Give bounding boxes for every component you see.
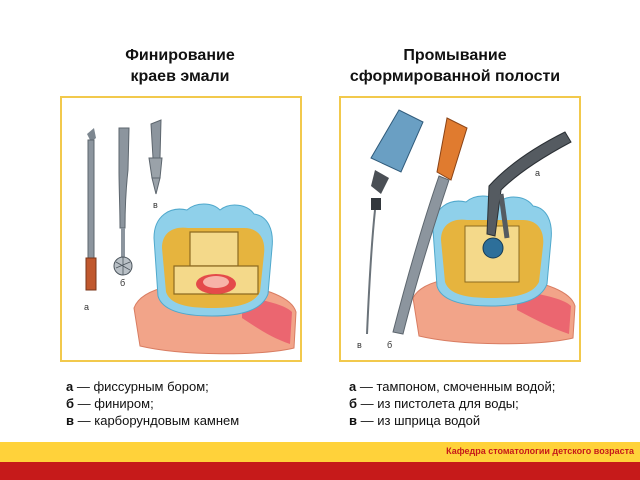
right-label-b: б bbox=[387, 340, 392, 350]
right-heading-line2: сформированной полости bbox=[349, 68, 561, 85]
legend-key: б bbox=[66, 396, 75, 411]
left-legend-item: б — финиром; bbox=[66, 395, 239, 412]
left-heading-line1: Финирование bbox=[125, 47, 235, 64]
left-legend-item: в — карборундовым камнем bbox=[66, 412, 239, 429]
left-label-v: в bbox=[153, 200, 158, 210]
right-figure-frame: в б а bbox=[339, 96, 581, 362]
left-legend: а — фиссурным бором; б — финиром; в — ка… bbox=[66, 378, 239, 429]
left-label-a: а bbox=[84, 302, 89, 312]
footer-bottom-bar bbox=[0, 462, 640, 480]
right-label-v: в bbox=[357, 340, 362, 350]
left-label-b: б bbox=[120, 278, 125, 288]
right-label-a: а bbox=[535, 168, 540, 178]
right-heading-line1: Промывание bbox=[403, 47, 507, 64]
legend-text: — финиром; bbox=[77, 396, 154, 411]
legend-key: в bbox=[349, 413, 357, 428]
right-legend-item: а — тампоном, смоченным водой; bbox=[349, 378, 555, 395]
legend-key: б bbox=[349, 396, 358, 411]
right-figure-illustration: в б а bbox=[357, 109, 576, 350]
legend-key: в bbox=[66, 413, 74, 428]
footer-text: Кафедра стоматологии детского возраста bbox=[446, 446, 634, 456]
left-figure-frame: а б в bbox=[60, 96, 302, 362]
legend-key: а bbox=[349, 379, 357, 394]
right-heading: Промывание сформированной полости bbox=[325, 45, 585, 87]
right-legend: а — тампоном, смоченным водой; б — из пи… bbox=[349, 378, 555, 429]
legend-text: — тампоном, смоченным водой; bbox=[359, 379, 556, 394]
legend-text: — фиссурным бором; bbox=[76, 379, 209, 394]
right-legend-item: в — из шприца водой bbox=[349, 412, 555, 429]
legend-text: — из шприца водой bbox=[360, 413, 481, 428]
legend-text: — из пистолета для воды; bbox=[360, 396, 519, 411]
footer-band: Кафедра стоматологии детского возраста bbox=[0, 442, 640, 462]
right-legend-item: б — из пистолета для воды; bbox=[349, 395, 555, 412]
left-heading: Финирование краев эмали bbox=[90, 45, 270, 87]
legend-text: — карборундовым камнем bbox=[77, 413, 240, 428]
left-legend-item: а — фиссурным бором; bbox=[66, 378, 239, 395]
left-figure-illustration: а б в bbox=[84, 119, 297, 355]
legend-key: а bbox=[66, 379, 74, 394]
left-heading-line2: краев эмали bbox=[130, 68, 230, 85]
